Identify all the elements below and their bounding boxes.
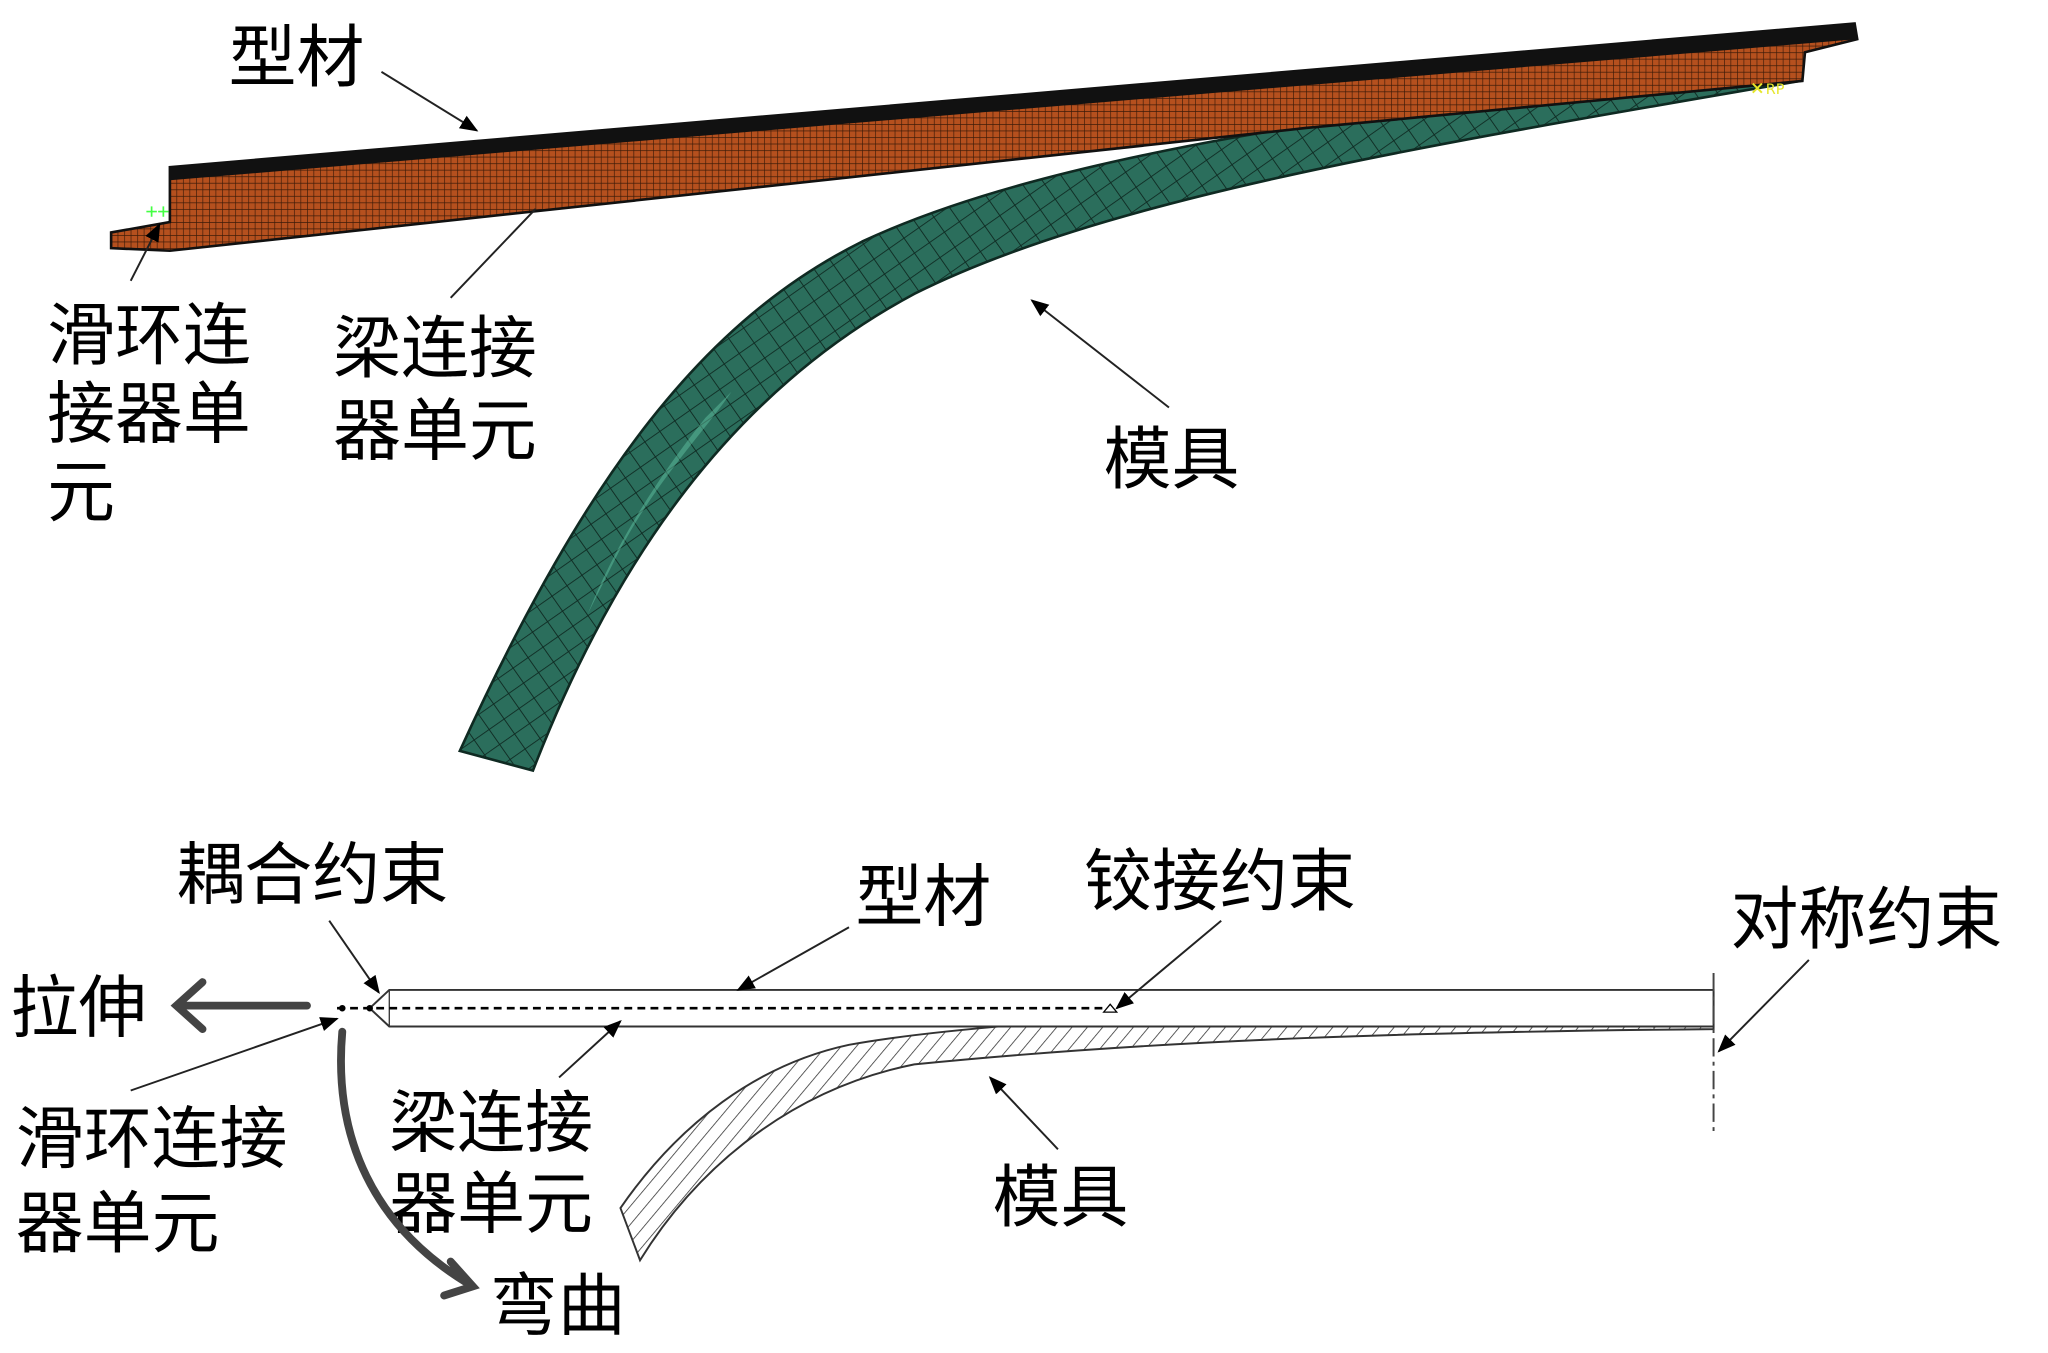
symmetry-label: 对称约束 xyxy=(1731,881,2003,960)
profile-top-edge xyxy=(169,23,1858,181)
top-die-label: 模具 xyxy=(1104,421,1240,500)
bottom-profile-arrow xyxy=(736,926,850,991)
top-slip-ring-label: 滑环连 接器单 元 xyxy=(47,297,272,533)
top-beam-connector-leader xyxy=(449,208,537,299)
schematic-profile xyxy=(368,988,1715,1028)
reference-point-label: RP xyxy=(1766,82,1785,98)
schematic-die xyxy=(619,991,1715,1263)
coupling-label: 耦合约束 xyxy=(176,837,448,916)
bottom-beam-connector-arrow xyxy=(558,1020,622,1079)
bottom-profile-label: 型材 xyxy=(856,859,992,938)
hinge-marker xyxy=(1102,1003,1119,1013)
top-profile-arrow xyxy=(380,70,479,132)
reference-point-cross-icon xyxy=(1752,82,1763,94)
top-beam-connector-label: 梁连接 器单元 xyxy=(333,310,558,471)
bending-label: 弯曲 xyxy=(490,1267,626,1346)
tension-arrow xyxy=(170,978,311,1034)
top-profile-label: 型材 xyxy=(229,19,365,98)
node-markers-icon xyxy=(146,206,169,217)
coupling-arrow xyxy=(328,920,380,995)
bending-arrow xyxy=(337,1027,480,1300)
bottom-slip-ring-arrow xyxy=(130,1017,339,1092)
bottom-slip-ring-label: 滑环连接 器单元 xyxy=(16,1100,309,1264)
bottom-beam-connector-label: 梁连接 器单元 xyxy=(389,1085,614,1245)
bottom-die-arrow xyxy=(988,1076,1059,1150)
bottom-die-label: 模具 xyxy=(993,1159,1129,1238)
top-die-arrow xyxy=(1030,299,1170,409)
profile-mesh xyxy=(109,22,1859,253)
tension-label: 拉伸 xyxy=(11,970,147,1049)
symmetry-arrow xyxy=(1717,959,1810,1053)
hinge-arrow xyxy=(1115,919,1222,1010)
die-mesh xyxy=(457,57,1804,773)
schematic xyxy=(337,972,1715,1263)
hinge-label: 铰接约束 xyxy=(1084,843,1356,922)
fe-model: RP xyxy=(109,22,1859,773)
top-slip-ring-arrow xyxy=(129,223,161,282)
